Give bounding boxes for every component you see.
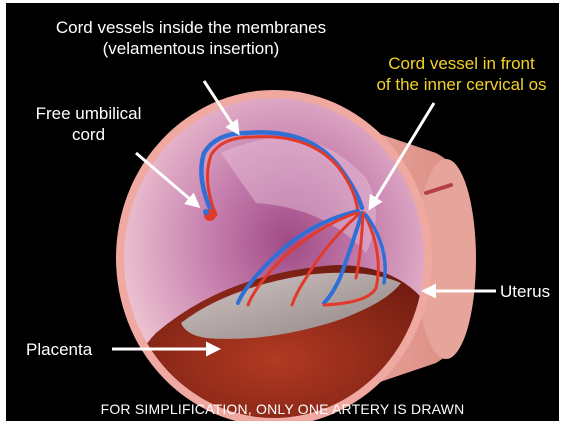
label-free-cord-line1: Free umbilical — [16, 103, 161, 124]
label-placenta: Placenta — [26, 339, 92, 360]
label-cervical-line1: Cord vessel in front — [364, 53, 559, 74]
label-cervical-os: Cord vessel in front of the inner cervic… — [364, 53, 559, 95]
velamentous-insertion-diagram: Cord vessels inside the membranes (velam… — [6, 3, 559, 421]
label-cord-vessels: Cord vessels inside the membranes (velam… — [26, 17, 356, 59]
label-uterus: Uterus — [500, 281, 550, 302]
label-cervical-line2: of the inner cervical os — [364, 74, 559, 95]
label-cord-vessels-line1: Cord vessels inside the membranes — [26, 17, 356, 38]
label-cord-vessels-line2: (velamentous insertion) — [26, 38, 356, 59]
label-free-cord: Free umbilical cord — [16, 103, 161, 145]
footer-note: FOR SIMPLIFICATION, ONLY ONE ARTERY IS D… — [6, 401, 559, 417]
label-free-cord-line2: cord — [16, 124, 161, 145]
